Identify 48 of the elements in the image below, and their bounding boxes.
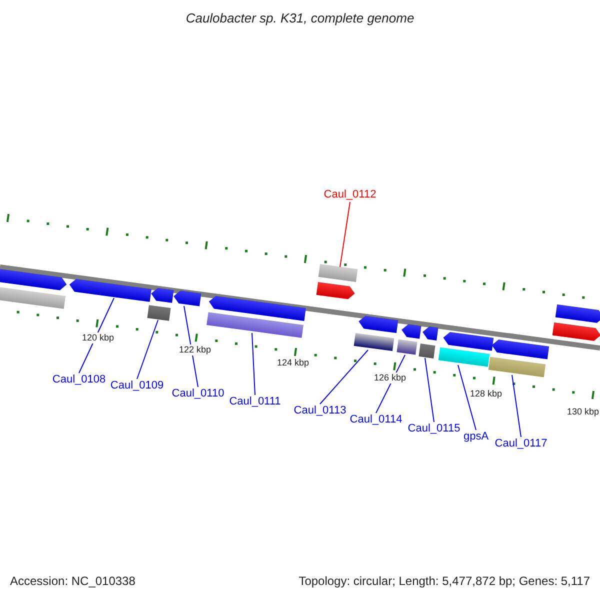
- leader-line: [320, 350, 368, 404]
- gene-block: [492, 340, 550, 360]
- feature-bar: [418, 344, 436, 358]
- gene-label: gpsA: [463, 432, 489, 442]
- gene-label: Caul_0115: [408, 424, 460, 434]
- gene-block: [358, 316, 398, 334]
- leader-line: [184, 306, 198, 388]
- gene-label: Caul_0108: [52, 374, 106, 386]
- feature-bar: [488, 356, 546, 378]
- gene-label: Caul_0114: [350, 414, 402, 426]
- gene-label: Caul_0111: [229, 396, 281, 408]
- scale-label: 120 kbp: [80, 332, 116, 344]
- leader-line: [424, 358, 434, 422]
- gene-label: Caul_0112: [324, 190, 376, 200]
- scale-label: 130 kbp: [566, 406, 600, 418]
- feature-bar: [318, 264, 358, 282]
- gene-block: [0, 269, 67, 290]
- gene-block: [552, 322, 600, 341]
- gene-block: [555, 304, 600, 323]
- leader-line: [252, 332, 256, 396]
- feature-bar: [147, 305, 171, 321]
- genome-summary: Topology: circular; Length: 5,477,872 bp; Genes: 5,117: [298, 575, 590, 587]
- feature-bar: [396, 339, 418, 355]
- gene-label: Caul_0117: [494, 438, 548, 450]
- scale-label: 124 kbp: [276, 358, 310, 368]
- gene-block: [443, 332, 494, 351]
- genome-title: Caulobacter sp. K31, complete genome: [186, 12, 414, 24]
- accession-note: Accession: NC_010338: [10, 575, 136, 587]
- gene-block: [316, 282, 355, 300]
- gene-block: [402, 324, 422, 339]
- gene-block: [208, 296, 306, 321]
- leader-line: [136, 320, 158, 380]
- gene-label: Caul_0113: [294, 406, 346, 416]
- feature-bar: [438, 347, 490, 367]
- scale-label: 128 kbp: [468, 388, 504, 400]
- leader-line: [512, 374, 522, 438]
- feature-bar: [354, 332, 394, 352]
- scale-label: 126 kbp: [372, 372, 408, 384]
- gene-label: Caul_0110: [172, 388, 224, 400]
- feature-bar: [0, 287, 66, 309]
- scale-label: 122 kbp: [178, 344, 212, 356]
- gene-label: Caul_0109: [110, 380, 164, 392]
- gene-block: [422, 326, 438, 340]
- leader-line: [458, 364, 476, 430]
- gene-block: [151, 288, 174, 303]
- feature-bar: [206, 312, 304, 338]
- gene-block: [174, 290, 202, 306]
- leader-line: [340, 202, 350, 268]
